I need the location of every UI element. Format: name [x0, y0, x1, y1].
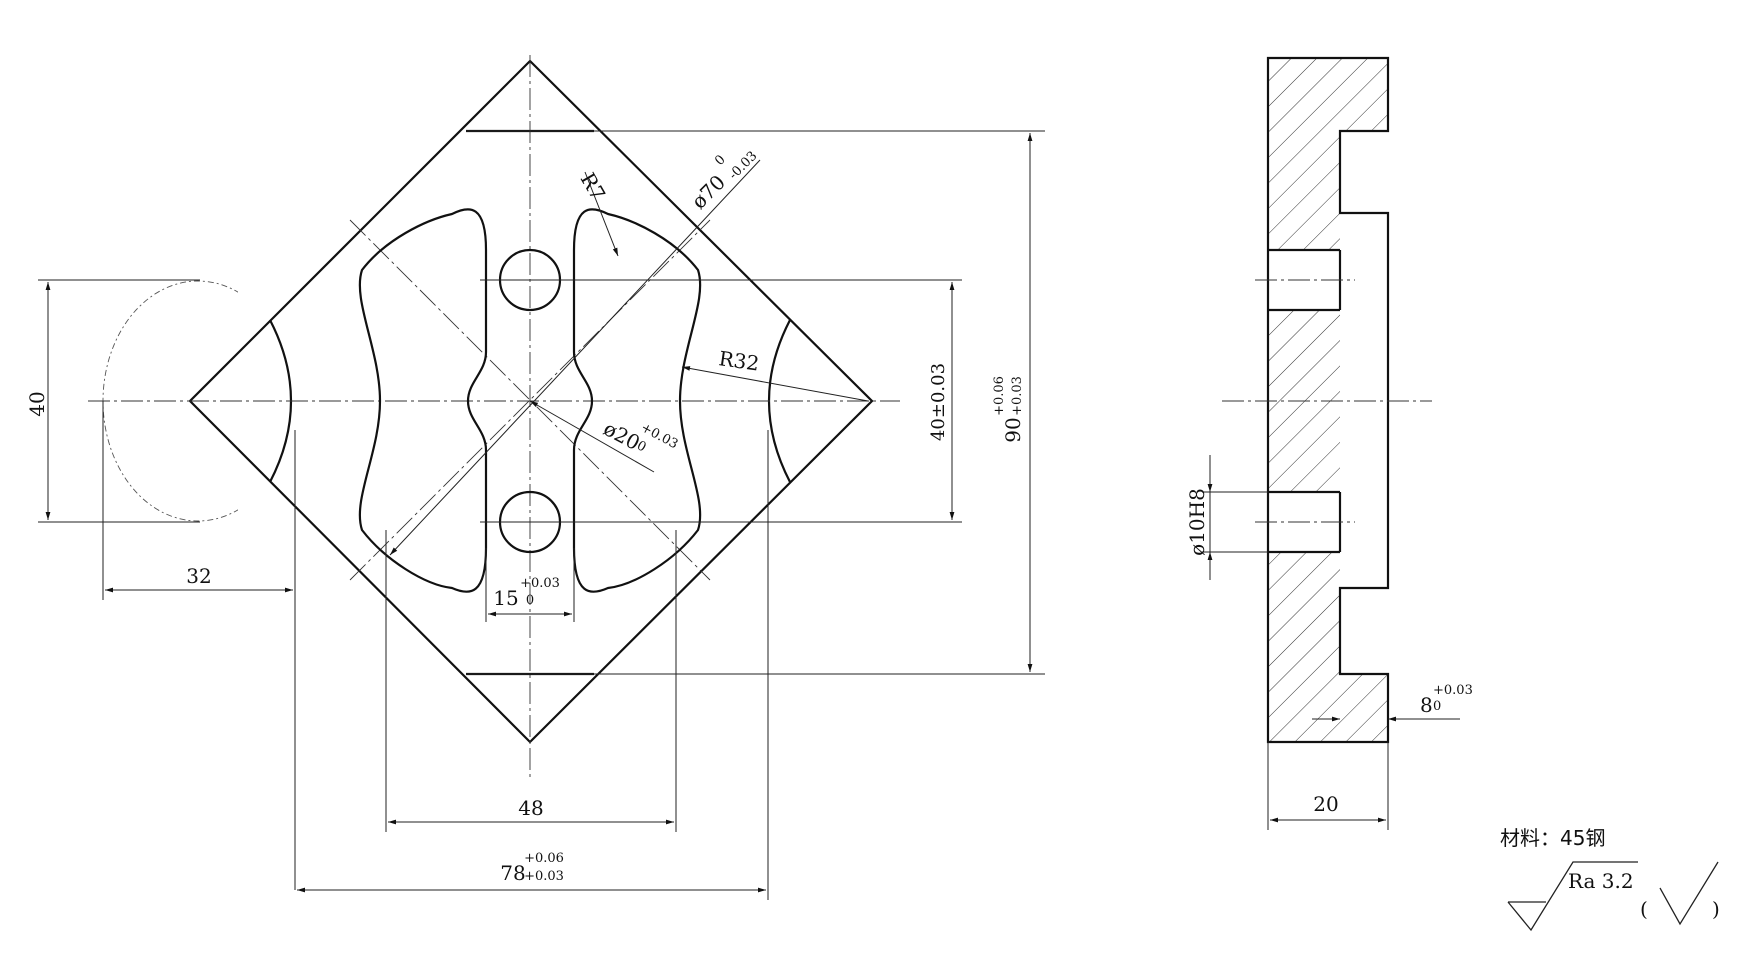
dim-r32: R32 — [717, 346, 760, 375]
dia20-leader — [529, 400, 655, 473]
dim-78-lower: +0.03 — [524, 869, 564, 884]
dim-78-upper: +0.06 — [524, 851, 564, 866]
notes-block: 材料：45钢 Ra 3.2 ( ) — [1500, 826, 1720, 932]
dim-8-lower: 0 — [1433, 699, 1441, 714]
front-view: 40 32 48 78 +0.06 +0.03 15 +0.03 0 R7 ø7… — [25, 55, 1045, 900]
section-hatch-top — [1268, 58, 1388, 250]
section-hatch-bottom — [1268, 552, 1388, 742]
paren-open: ( — [1640, 897, 1648, 921]
roughness-symbol-icon — [1507, 861, 1638, 932]
dim-90-upper: +0.06 — [992, 376, 1007, 416]
roughness-value: Ra 3.2 — [1568, 869, 1634, 893]
r7-leader — [584, 171, 619, 257]
dia70-leader — [389, 159, 761, 556]
dim-40-right: 40±0.03 — [928, 363, 949, 441]
right-kidney-slot — [572, 208, 702, 593]
check-symbol-icon — [1659, 861, 1719, 926]
dim-90-lower: +0.03 — [1010, 376, 1025, 416]
dim-dia70: ø70 — [687, 170, 730, 213]
section-view: ø10H8 8 +0.03 0 20 — [1185, 56, 1473, 830]
dim-r7: R7 — [576, 169, 611, 205]
dim-dia10h8: ø10H8 — [1185, 488, 1209, 556]
paren-close: ) — [1712, 897, 1720, 921]
dim-15: 15 — [493, 586, 518, 610]
r32-leader — [681, 366, 869, 402]
dim-8: 8 — [1420, 693, 1433, 717]
dim-40-left: 40 — [25, 391, 49, 416]
left-kidney-slot — [358, 208, 488, 593]
dim-15-lower: 0 — [526, 593, 534, 608]
dim-20: 20 — [1313, 792, 1338, 816]
dim-78: 78 — [500, 861, 525, 885]
dim-15-upper: +0.03 — [520, 576, 560, 591]
diagonal-centerline-1 — [349, 219, 711, 581]
dim-90: 90 — [1001, 417, 1025, 442]
dim-8-upper: +0.03 — [1433, 683, 1473, 698]
dim-32: 32 — [186, 564, 211, 588]
material-note: 材料：45钢 — [1500, 826, 1605, 850]
dim-dia70-upper: 0 — [712, 152, 728, 168]
dim-48: 48 — [518, 796, 543, 820]
